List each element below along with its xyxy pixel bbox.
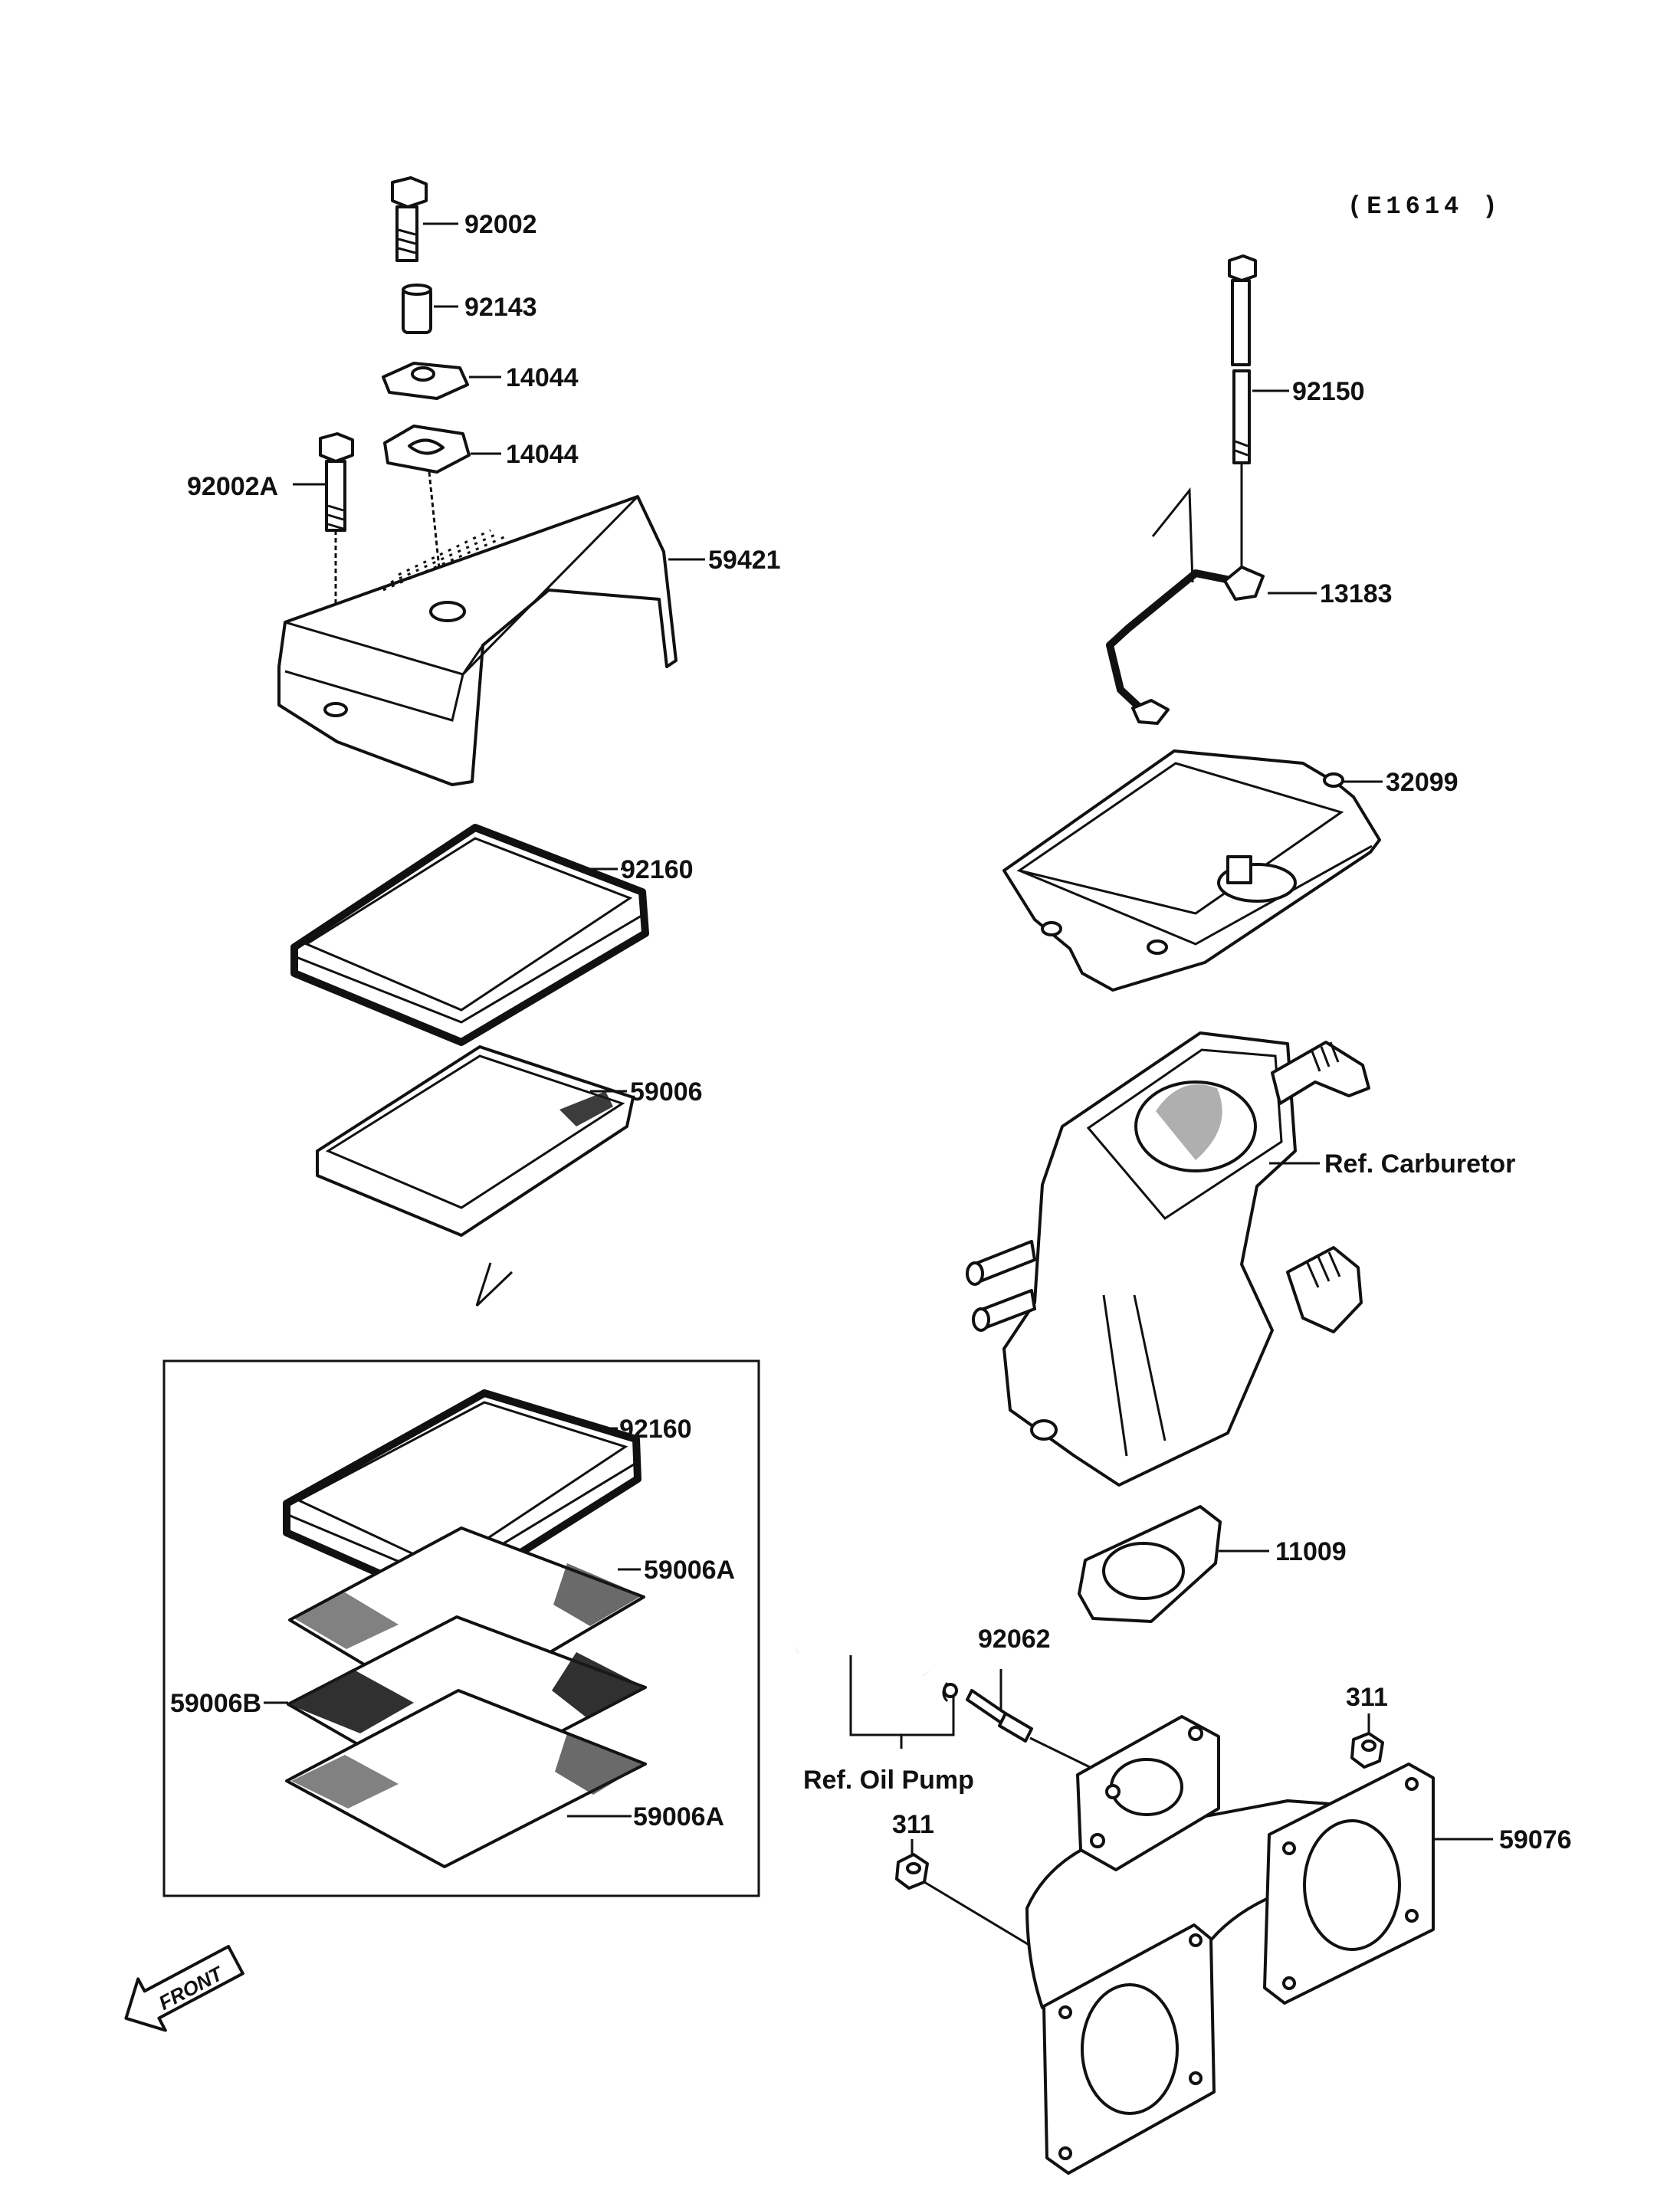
collar-92143 [402, 284, 432, 334]
nipple-92062 [966, 1689, 1033, 1743]
label-92160-boxed: 92160 [619, 1415, 692, 1444]
label-59006A-top: 59006A [644, 1556, 735, 1585]
manifold-59076 [1025, 1715, 1435, 2175]
bolt-92002 [391, 176, 428, 262]
filter-59006 [316, 1045, 635, 1237]
front-arrow-icon: FRONT [124, 1945, 244, 2032]
clamp-14044-bottom [383, 425, 471, 474]
oil-pump-hose-reference [794, 1633, 958, 1703]
label-14044-top: 14044 [506, 363, 579, 392]
label-92002: 92002 [464, 210, 537, 239]
stud-92150 [1228, 254, 1257, 464]
kit-box [162, 1359, 760, 1897]
label-13183: 13183 [1320, 579, 1393, 608]
direction-mark-left [475, 1262, 514, 1307]
label-59006: 59006 [630, 1077, 703, 1107]
nut-311-right [1350, 1732, 1384, 1769]
cover-59421 [277, 495, 678, 786]
clamp-14044-top [382, 362, 469, 400]
mesh-59006A-bottom [285, 1689, 647, 1868]
base-32099 [1002, 749, 1381, 992]
bracket-13183 [1106, 566, 1265, 725]
label-11009: 11009 [1275, 1537, 1347, 1566]
diagram-code: (E1614 ) [1347, 192, 1502, 221]
direction-mark-right [1151, 487, 1194, 583]
label-311-left: 311 [892, 1810, 934, 1839]
label-ref-carburetor: Ref. Carburetor [1324, 1149, 1515, 1179]
label-311-right: 311 [1346, 1683, 1388, 1712]
label-ref-oil-pump: Ref. Oil Pump [803, 1766, 974, 1795]
bolt-92002A [319, 432, 354, 532]
label-32099: 32099 [1386, 768, 1459, 797]
label-92062: 92062 [978, 1625, 1051, 1654]
label-14044-bottom: 14044 [506, 440, 579, 469]
label-59006A-bottom: 59006A [633, 1802, 724, 1831]
label-92160-upper: 92160 [621, 855, 694, 884]
nut-311-left [895, 1853, 929, 1890]
label-59421: 59421 [708, 546, 781, 575]
carburetor-reference [966, 1031, 1370, 1487]
gasket-11009 [1078, 1505, 1222, 1623]
gasket-92160-upper [290, 824, 649, 1046]
label-92150: 92150 [1292, 377, 1365, 406]
label-59006B: 59006B [170, 1689, 261, 1718]
label-92143: 92143 [464, 293, 537, 322]
label-59076: 59076 [1499, 1825, 1572, 1854]
oil-pump-bracket-line [849, 1655, 955, 1749]
label-92002A: 92002A [187, 472, 278, 501]
